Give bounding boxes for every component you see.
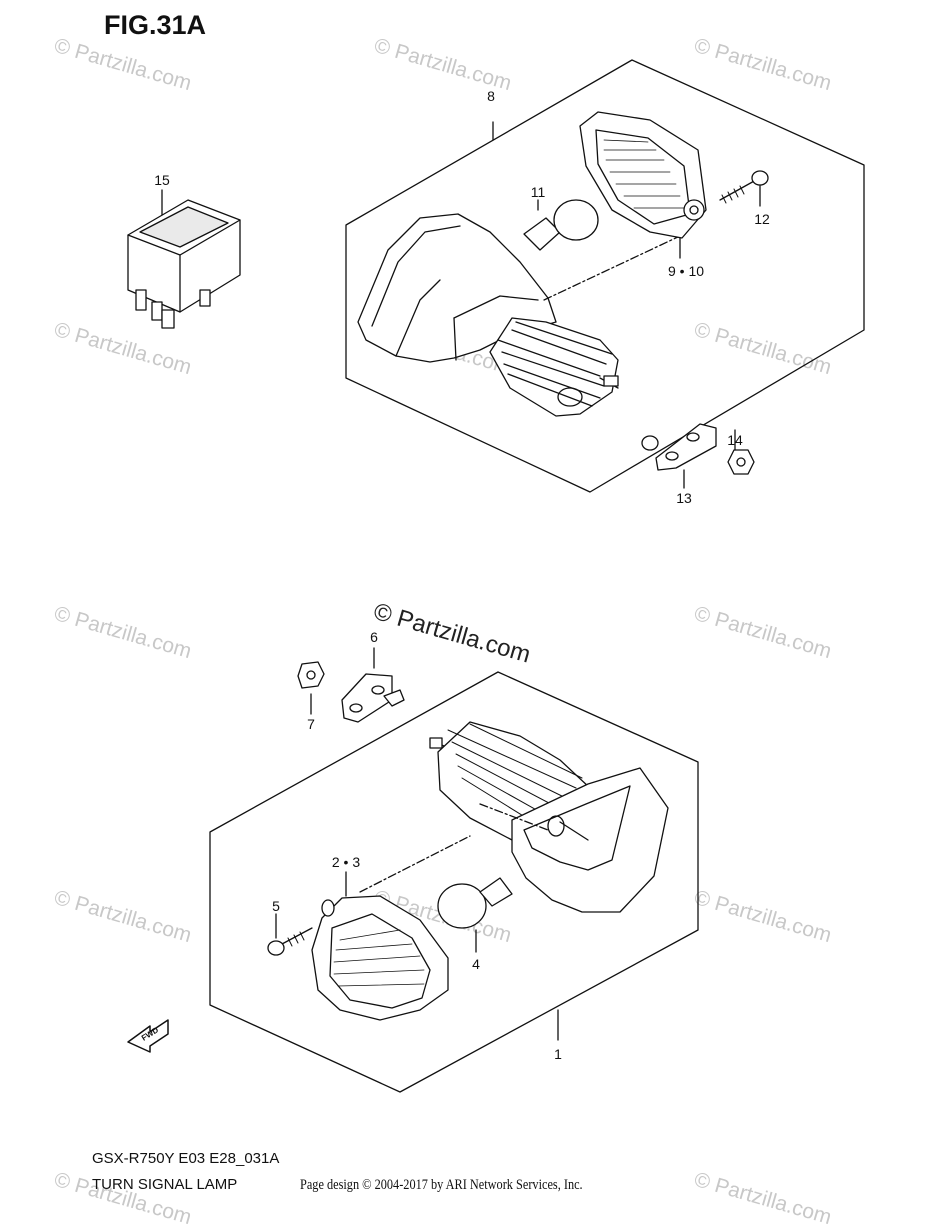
mounting-plate-6	[341, 647, 405, 723]
fwd-arrow	[127, 1019, 169, 1053]
nut-7	[297, 661, 325, 715]
callout-12: 12	[754, 211, 770, 227]
parts-diagram: FIG.31A © Partzilla.com © Partzilla.com …	[52, 10, 865, 1229]
callout-4: 4	[472, 956, 480, 972]
callout-6: 6	[370, 629, 378, 645]
callout-8: 8	[487, 88, 495, 104]
front-turn-signal-body	[429, 721, 669, 913]
callout-9-10: 9 • 10	[667, 263, 705, 279]
front-lens	[311, 835, 471, 1021]
turn-signal-relay	[127, 189, 241, 329]
screw-12	[719, 170, 769, 207]
rear-lens	[579, 111, 707, 259]
rear-turn-signal-body	[357, 121, 681, 417]
figure-caption: TURN SIGNAL LAMP	[92, 1176, 238, 1193]
callout-14: 14	[727, 432, 743, 448]
nut-14	[727, 429, 755, 475]
callout-2-3: 2 • 3	[331, 854, 361, 870]
page-credit: Page design © 2004-2017 by ARI Network S…	[300, 1177, 583, 1193]
mounting-plate-13	[641, 423, 717, 489]
callout-11: 11	[530, 184, 546, 200]
callout-7: 7	[307, 716, 315, 732]
callout-5: 5	[272, 898, 280, 914]
screw-5	[267, 913, 313, 956]
figure-title: FIG.31A	[104, 10, 207, 40]
bottom-assembly-frame	[209, 671, 699, 1093]
top-assembly-frame	[345, 59, 865, 493]
callout-13: 13	[676, 490, 692, 506]
callout-15: 15	[154, 172, 170, 188]
diagram-drawing	[127, 59, 865, 1093]
rear-bulb	[523, 199, 599, 251]
callout-1: 1	[554, 1046, 562, 1062]
front-bulb	[437, 877, 513, 953]
model-code: GSX-R750Y E03 E28_031A	[92, 1150, 280, 1167]
